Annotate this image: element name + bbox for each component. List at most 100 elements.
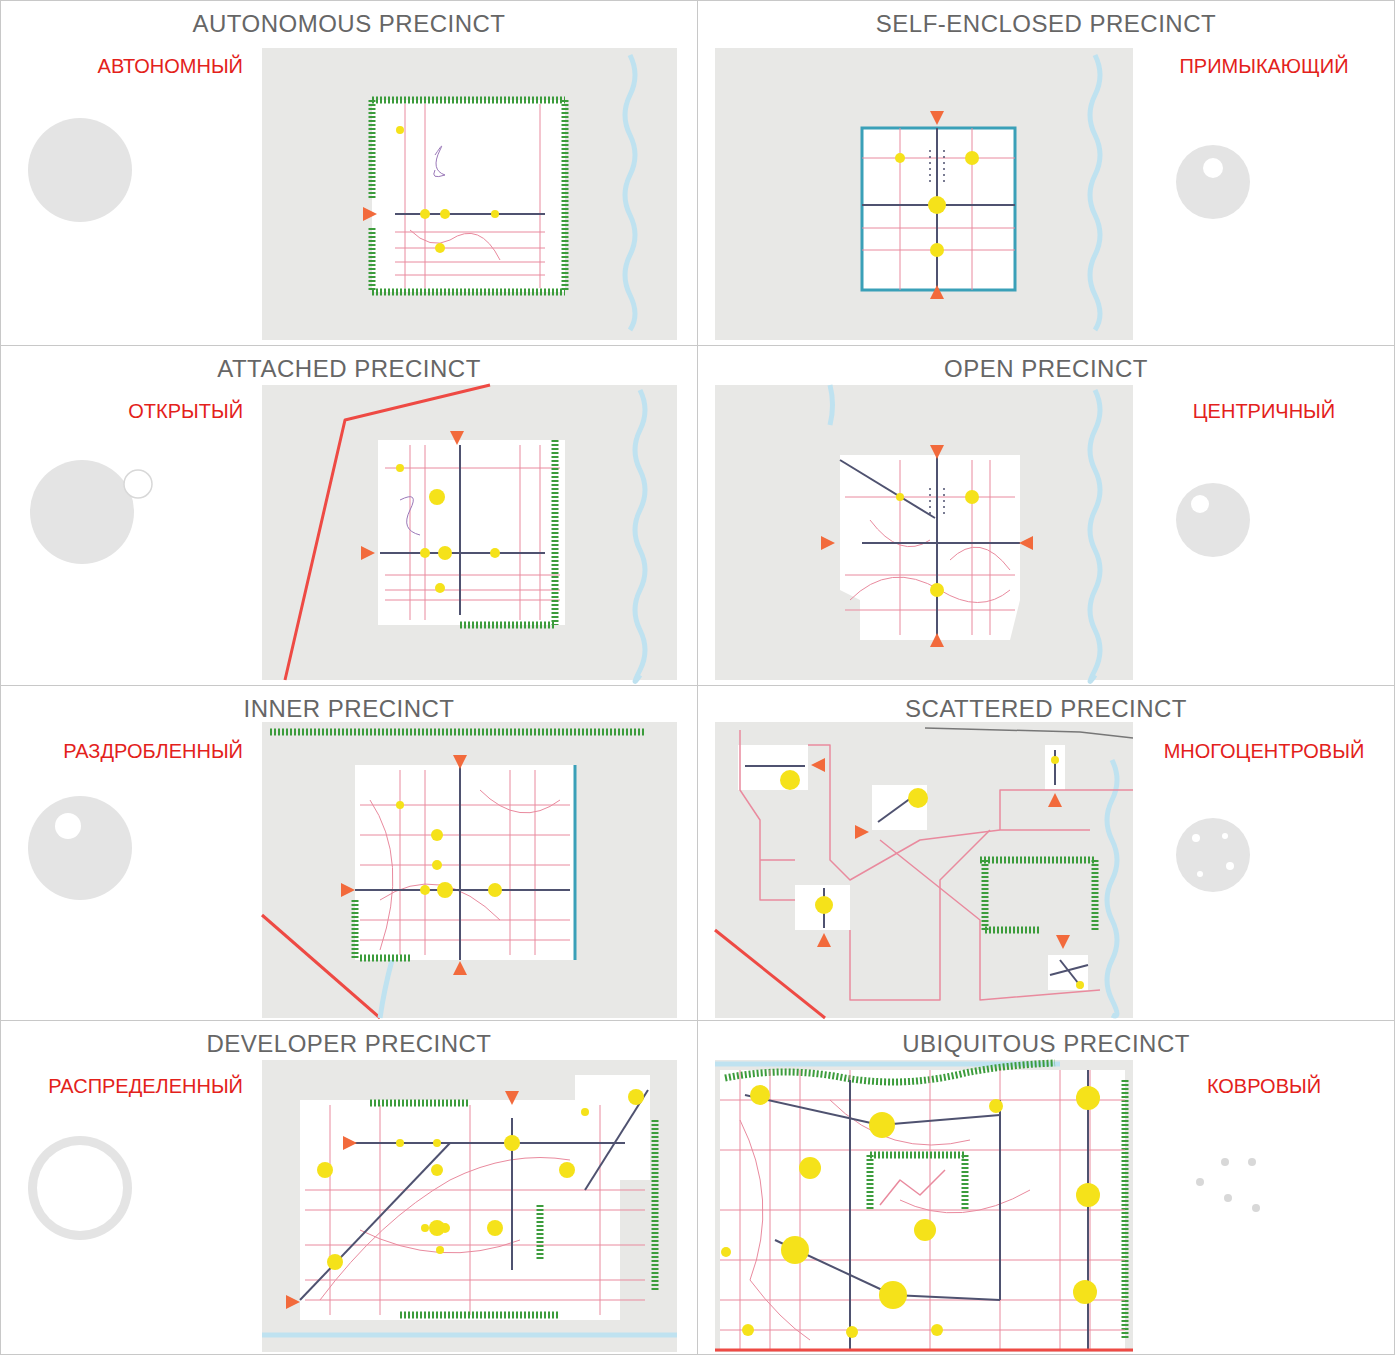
russian-label: ОТКРЫТЫЙ	[1, 399, 243, 423]
river	[1107, 760, 1117, 1016]
street-line	[720, 1330, 1125, 1331]
street-line	[720, 1100, 1125, 1101]
street-line	[943, 488, 945, 515]
street-line	[720, 1210, 1125, 1211]
center-dot	[879, 1281, 907, 1309]
river	[635, 390, 645, 681]
center-dot	[396, 801, 404, 809]
street-path	[434, 146, 445, 177]
street-line	[385, 575, 560, 576]
russian-label: КОВРОВЫЙ	[1138, 1074, 1390, 1098]
scheme-circle	[28, 796, 132, 900]
main-axis	[936, 455, 938, 640]
main-axis	[1087, 1070, 1089, 1350]
center-dot	[815, 896, 833, 914]
russian-label: АВТОНОМНЫЙ	[1, 54, 243, 78]
street-line	[845, 575, 1015, 576]
street-line	[845, 610, 1015, 611]
river	[262, 1333, 677, 1338]
center-dot	[1076, 981, 1084, 989]
entry-triangle	[811, 758, 825, 772]
entry-triangle	[450, 431, 464, 445]
center-dot	[1076, 1183, 1100, 1207]
entry-triangle	[343, 1136, 357, 1150]
map-area	[795, 885, 850, 930]
scheme-circle	[124, 470, 152, 498]
center-dot	[491, 210, 499, 218]
center-dot	[1073, 1280, 1097, 1304]
main-axis	[300, 1143, 450, 1300]
center-dot	[431, 1164, 443, 1176]
entry-triangle	[855, 825, 869, 839]
entry-triangle	[453, 755, 467, 769]
street-line	[845, 497, 1015, 498]
river	[380, 960, 392, 1018]
street-line	[360, 835, 570, 836]
street-line	[425, 104, 426, 288]
green-belt	[400, 1312, 560, 1319]
main-axis	[585, 1090, 648, 1190]
center-dot	[930, 583, 944, 597]
scheme-circle	[1176, 145, 1250, 219]
street-line	[360, 865, 570, 866]
street-line	[385, 468, 560, 469]
street-line	[510, 770, 511, 955]
entry-triangle	[817, 933, 831, 947]
panel-title: INNER PRECINCT	[1, 686, 697, 723]
street-path	[410, 230, 500, 260]
street-line	[305, 1245, 645, 1246]
center-dot	[869, 1112, 895, 1138]
center-dot	[750, 1085, 770, 1105]
center-dot	[965, 151, 979, 165]
precinct-panel: SELF-ENCLOSED PRECINCTПРИМЫКАЮЩИЙ	[697, 0, 1395, 346]
map-area	[715, 48, 1133, 340]
scheme-circle	[1248, 1158, 1256, 1166]
street-line	[900, 460, 901, 635]
street-line	[305, 1280, 645, 1281]
green-belt	[552, 440, 559, 625]
green-belt	[370, 1100, 470, 1107]
main-axis	[849, 1080, 851, 1350]
street-path	[850, 577, 1010, 602]
boundary-line	[715, 930, 825, 1018]
river	[1090, 390, 1100, 681]
scheme-circle	[1224, 1194, 1232, 1202]
entry-triangle	[361, 546, 375, 560]
street-line	[410, 445, 411, 620]
center-dot	[487, 1220, 503, 1236]
boundary-line	[715, 1349, 1133, 1352]
street-line	[862, 158, 1015, 159]
street-path	[400, 497, 420, 535]
street-line	[395, 248, 545, 249]
street-path	[760, 859, 795, 861]
panel-title: ATTACHED PRECINCT	[1, 346, 697, 383]
center-dot	[396, 1139, 404, 1147]
scheme-circle	[30, 460, 134, 564]
center-dot	[931, 1324, 943, 1336]
green-belt	[962, 1155, 969, 1210]
map-area	[262, 1060, 677, 1352]
main-axis	[880, 1115, 1000, 1125]
entry-triangle	[505, 1091, 519, 1105]
center-dot	[420, 209, 430, 219]
street-line	[720, 1260, 1125, 1261]
street-line	[395, 275, 545, 276]
center-dot	[742, 1324, 754, 1336]
main-axis	[893, 1295, 1000, 1300]
entry-triangle	[341, 883, 355, 897]
green-belt	[369, 228, 376, 292]
map-area	[715, 385, 1133, 680]
street-path	[880, 1170, 945, 1205]
map-area	[262, 722, 677, 1018]
center-dot	[846, 1326, 858, 1338]
street-line	[520, 445, 521, 620]
green-belt	[360, 955, 410, 962]
street-line	[540, 445, 541, 620]
precinct-panel: AUTONOMOUS PRECINCTАВТОНОМНЫЙ	[0, 0, 698, 346]
center-dot	[490, 548, 500, 558]
center-dot	[421, 1224, 429, 1232]
scheme-circle	[1192, 834, 1200, 842]
main-axis	[459, 765, 461, 960]
main-axis	[350, 1142, 625, 1144]
center-dot	[780, 770, 800, 790]
